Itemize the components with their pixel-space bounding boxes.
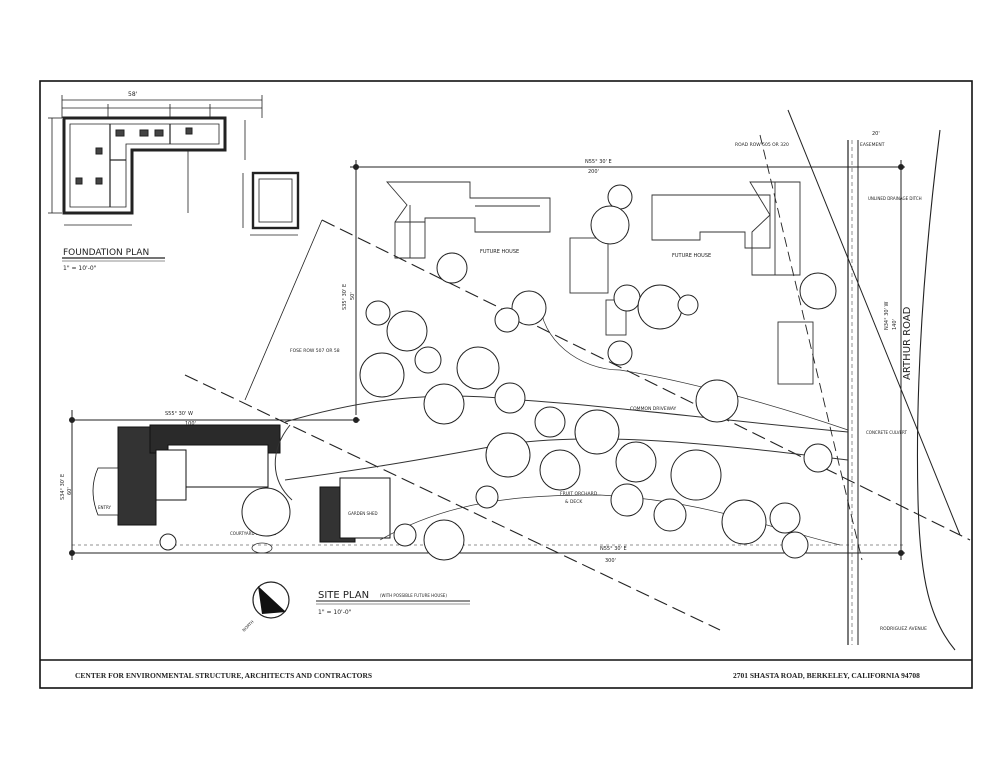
- bearing-left: S55° 30' W: [165, 411, 193, 417]
- site-plan-note: (WITH POSSIBLE FUTURE HOUSE): [380, 593, 447, 598]
- foundation-plan-scale: 1" = 10'-0": [63, 265, 97, 272]
- orchard-sub-label: & DECK: [565, 499, 583, 505]
- arthur-road-label: ARTHUR ROAD: [902, 306, 913, 380]
- trees: [159, 184, 837, 561]
- row-note-label: FOSE ROW 507 OR 58: [290, 348, 340, 354]
- dim-mid: 50': [350, 292, 356, 300]
- north-label: NORTH: [241, 619, 255, 633]
- bearing-west: S34° 30' E: [60, 474, 66, 500]
- bearing-bottom: N55° 30' E: [600, 546, 627, 552]
- existing-house: [92, 424, 391, 543]
- sheet-border: [39, 80, 973, 689]
- bearing-east: N34° 30' W: [884, 301, 890, 330]
- bearing-mid: S35° 30' E: [342, 284, 348, 310]
- dim-left: 100': [185, 421, 196, 427]
- culvert-label: CONCRETE CULVERT: [866, 430, 908, 435]
- fountain-label: COURTYARD FOUNTAIN: [230, 531, 276, 536]
- foundation-plan: [48, 95, 300, 236]
- site-plan-scale: 1" = 10'-0": [318, 609, 352, 616]
- dim-bottom: 300': [605, 558, 616, 564]
- future-house-1-label: FUTURE HOUSE: [480, 249, 519, 255]
- drainage-label: UNLINED DRAINAGE DITCH: [868, 196, 922, 201]
- property-lines: [69, 109, 971, 651]
- title-block-left: CENTER FOR ENVIRONMENTAL STRUCTURE, ARCH…: [75, 671, 372, 680]
- north-arrow: [252, 581, 290, 619]
- foundation-plan-title: FOUNDATION PLAN: [63, 248, 149, 258]
- easement-dim: 20': [872, 131, 880, 137]
- rodriguez-avenue-label: RODRIGUEZ AVENUE: [880, 626, 927, 632]
- garden-shed-label: GARDEN SHED: [348, 511, 378, 516]
- site-plan-title: SITE PLAN: [318, 590, 369, 601]
- future-houses: [386, 181, 814, 385]
- road-ref-label: ROAD ROW 505 OR 320: [735, 142, 789, 148]
- easement-label: EASEMENT: [860, 142, 885, 148]
- bearing-top: N55° 30' E: [585, 159, 612, 165]
- driveway-label: COMMON DRIVEWAY: [630, 406, 677, 412]
- orchard-label: FRUIT ORCHARD: [560, 491, 598, 497]
- dim-west: 60': [67, 487, 73, 495]
- entry-label: ENTRY: [98, 505, 111, 510]
- foundation-top-dim: 58': [128, 91, 138, 98]
- dim-top: 200': [588, 169, 599, 175]
- future-house-2-label: FUTURE HOUSE: [672, 253, 711, 259]
- title-block-right: 2701 SHASTA ROAD, BERKELEY, CALIFORNIA 9…: [733, 671, 920, 680]
- dim-east: 140': [892, 319, 898, 330]
